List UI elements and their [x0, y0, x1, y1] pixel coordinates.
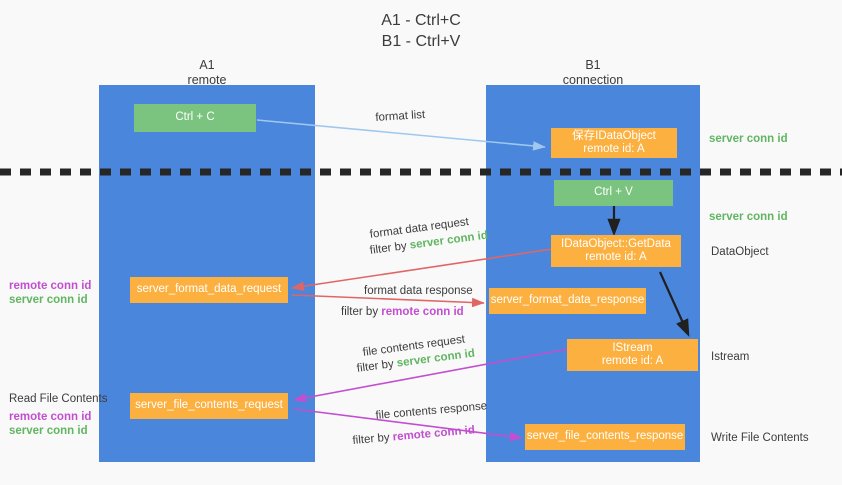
label-file-contents-response: file contents response: [375, 400, 488, 422]
box-server-file-contents-request[interactable]: server_file_contents_request: [130, 393, 288, 419]
filter-value-remote-conn-id: remote conn id: [392, 424, 476, 444]
column-header-a1: A1 remote: [99, 58, 315, 88]
label-format-list: format list: [375, 108, 426, 124]
right-label-server-conn-id-top: server conn id: [709, 133, 788, 145]
column-header-a1-name: A1: [199, 58, 215, 72]
filter-prefix: filter by: [352, 431, 394, 447]
right-label-write-file-contents: Write File Contents: [711, 432, 809, 444]
right-label-dataobject: DataObject: [711, 246, 769, 258]
box-ctrl-c[interactable]: Ctrl + C: [134, 104, 256, 132]
filter-prefix: filter by: [341, 306, 382, 318]
box-istream[interactable]: IStream remote id: A: [567, 339, 698, 371]
phase-separator-dashed-line: [0, 168, 842, 176]
label-format-data-response-filter: filter by remote conn id: [341, 305, 464, 320]
left-label-read-file-contents: Read File Contents: [9, 393, 108, 405]
column-header-b1: B1 connection: [486, 58, 700, 88]
filter-value-remote-conn-id: remote conn id: [381, 306, 464, 318]
left-label-remote-conn-id-2: remote conn id: [9, 411, 92, 423]
left-label-server-conn-id-1: server conn id: [9, 294, 88, 306]
box-ctrl-v[interactable]: Ctrl + V: [554, 180, 673, 206]
column-header-b1-sub: connection: [562, 73, 624, 87]
box-save-idataobject[interactable]: 保存IDataObject remote id: A: [551, 128, 677, 158]
filter-prefix: filter by: [369, 239, 411, 257]
box-server-format-data-response[interactable]: server_format_data_response: [489, 288, 646, 314]
left-label-remote-conn-id-1: remote conn id: [9, 280, 92, 292]
left-label-server-conn-id-2: server conn id: [9, 425, 88, 437]
page-title: A1 - Ctrl+C B1 - Ctrl+V: [381, 12, 461, 50]
filter-prefix: filter by: [356, 357, 398, 375]
column-header-b1-name: B1: [585, 58, 601, 72]
label-format-data-response: format data response: [364, 285, 473, 297]
box-idataobject-getdata[interactable]: IDataObject::GetData remote id: A: [551, 235, 681, 267]
box-server-format-data-request[interactable]: server_format_data_request: [130, 277, 288, 303]
label-file-contents-response-filter: filter by remote conn id: [352, 423, 476, 449]
column-header-a1-sub: remote: [187, 73, 227, 87]
box-server-file-contents-response[interactable]: server_file_contents_response: [525, 424, 685, 450]
right-label-server-conn-id-mid: server conn id: [709, 211, 788, 223]
right-label-istream: Istream: [711, 351, 750, 363]
